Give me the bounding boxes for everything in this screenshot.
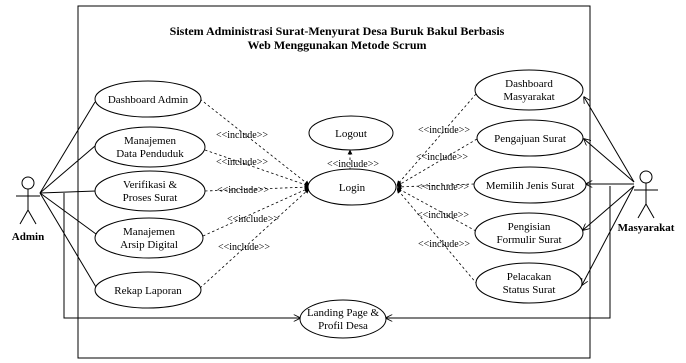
masyarakat-associations <box>386 97 635 318</box>
use-case-verifikasi-proses-surat: Verifikasi & Proses Surat <box>94 170 206 212</box>
svg-text:Status Surat: Status Surat <box>503 284 556 296</box>
svg-text:Manajemen: Manajemen <box>124 135 176 147</box>
masyarakat-actor <box>634 170 658 219</box>
use-case-dashboard-admin: Dashboard Admin <box>94 80 202 118</box>
svg-text:Pengajuan Surat: Pengajuan Surat <box>494 133 566 145</box>
use-case-login: Login <box>307 168 397 206</box>
svg-text:Login: Login <box>339 182 366 194</box>
svg-text:Arsip Digital: Arsip Digital <box>120 239 178 251</box>
svg-text:Formulir Surat: Formulir Surat <box>496 234 561 246</box>
use-case-landing-page: Landing Page & Profil Desa <box>299 299 387 339</box>
svg-text:Logout: Logout <box>335 128 367 140</box>
svg-text:Masyarakat: Masyarakat <box>503 91 554 103</box>
svg-text:Proses Surat: Proses Surat <box>123 192 178 204</box>
include-label: <<include>> <box>217 185 269 196</box>
use-case-rekap-laporan: Rekap Laporan <box>94 271 202 309</box>
svg-text:Dashboard: Dashboard <box>505 78 553 90</box>
include-label: <<include>> <box>418 239 470 250</box>
include-label: <<include>> <box>218 242 270 253</box>
admin-actor <box>16 176 40 225</box>
svg-text:Dashboard Admin: Dashboard Admin <box>108 94 189 106</box>
include-label: <<include>> <box>418 125 470 136</box>
include-lines-admin <box>199 98 310 289</box>
admin-actor-label: Admin <box>12 231 44 243</box>
include-label: <<include>> <box>417 210 469 221</box>
use-case-pengajuan-surat: Pengajuan Surat <box>476 119 584 157</box>
include-label: <<include>> <box>417 182 469 193</box>
use-case-dashboard-masyarakat: Dashboard Masyarakat <box>474 69 584 111</box>
svg-text:Memilih Jenis Surat: Memilih Jenis Surat <box>486 180 575 192</box>
diagram-title-line2: Web Menggunakan Metode Scrum <box>247 38 426 52</box>
include-label: <<include>> <box>216 130 268 141</box>
include-label: <<include>> <box>216 157 268 168</box>
masyarakat-actor-label: Masyarakat <box>618 222 675 234</box>
use-case-manajemen-data-penduduk: Manajemen Data Penduduk <box>94 126 206 168</box>
use-case-memilih-jenis-surat: Memilih Jenis Surat <box>473 166 587 204</box>
admin-associations <box>39 101 300 318</box>
svg-text:Landing Page &: Landing Page & <box>307 307 380 319</box>
use-case-pelacakan-status-surat: Pelacakan Status Surat <box>475 262 583 304</box>
diagram-title-line1: Sistem Administrasi Surat-Menyurat Desa … <box>170 24 505 38</box>
svg-text:Rekap Laporan: Rekap Laporan <box>114 285 182 297</box>
svg-text:Profil Desa: Profil Desa <box>318 320 368 332</box>
svg-text:Verifikasi &: Verifikasi & <box>123 179 178 191</box>
svg-text:Pengisian: Pengisian <box>508 221 551 233</box>
svg-text:Pelacakan: Pelacakan <box>507 271 552 283</box>
svg-text:Manajemen: Manajemen <box>123 226 175 238</box>
svg-text:Data Penduduk: Data Penduduk <box>116 148 184 160</box>
include-label: <<include>> <box>227 214 279 225</box>
include-label: <<include>> <box>416 152 468 163</box>
use-case-manajemen-arsip-digital: Manajemen Arsip Digital <box>94 217 204 259</box>
use-case-pengisian-formulir-surat: Pengisian Formulir Surat <box>474 212 584 254</box>
use-case-logout: Logout <box>308 115 394 151</box>
include-label: <<include>> <box>327 159 379 170</box>
include-lines-masyarakat <box>396 93 478 285</box>
